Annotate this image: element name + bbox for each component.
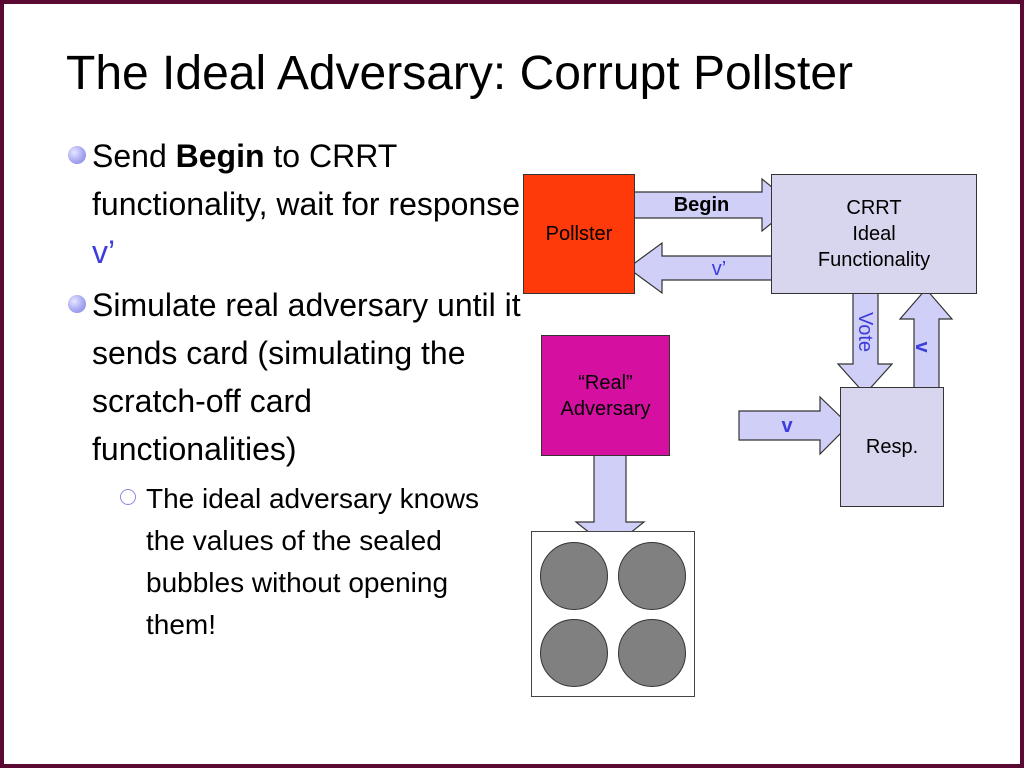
bullet-1-pre: Send [92,138,176,174]
v-up-arrow-label: v [911,341,933,353]
bullet-simulate: Simulate real adversary until it sends c… [66,281,521,473]
bullet-dot-icon [66,281,92,329]
subbullet-ideal-adversary: The ideal adversary knows the values of … [118,478,521,646]
bullet-2-text: Simulate real adversary until it sends c… [92,287,521,467]
resp-label: Resp. [865,436,919,458]
slide-title: The Ideal Adversary: Corrupt Pollster [66,47,854,100]
real-line-2: Adversary [560,397,651,420]
subbullet-text: The ideal adversary knows the values of … [146,483,480,640]
v-resp-arrow-label: v [781,415,793,437]
sealed-bubble [540,542,608,610]
crrt-line-2: Ideal [852,223,896,245]
bullet-dot-icon [66,132,92,180]
bullet-1-blue: v’ [92,234,116,270]
vote-arrow [836,288,894,395]
real-line-1: “Real” [578,371,633,394]
diagram-arrows [574,177,954,550]
pollster-label: Pollster [545,223,613,245]
real-adversary-box: “Real” Adversary [541,335,670,456]
sealed-bubble [540,619,608,687]
crrt-line-3: Functionality [817,249,931,271]
bullet-ring-icon [118,478,146,520]
sealed-bubble [618,619,686,687]
vprime-arrow-label: v’ [711,258,727,280]
crrt-line-1: CRRT [846,197,902,219]
resp-box: Resp. [840,387,944,507]
vote-arrow-label: Vote [854,311,876,353]
scratch-card [531,531,695,697]
vprime-arrow [626,241,789,295]
begin-arrow-label: Begin [673,194,730,216]
pollster-box: Pollster [523,174,635,294]
crrt-box: CRRT Ideal Functionality [771,174,977,294]
sealed-bubble [618,542,686,610]
bullet-send-begin: Send Begin to CRRT functionality, wait f… [66,132,521,276]
v-resp-arrow [738,395,850,456]
bullet-1-post: to CRRT functionality, wait for response [92,138,521,222]
bullet-list: Send Begin to CRRT functionality, wait f… [66,132,521,646]
v-up-arrow [898,288,954,396]
bullet-1-bold: Begin [175,138,265,174]
